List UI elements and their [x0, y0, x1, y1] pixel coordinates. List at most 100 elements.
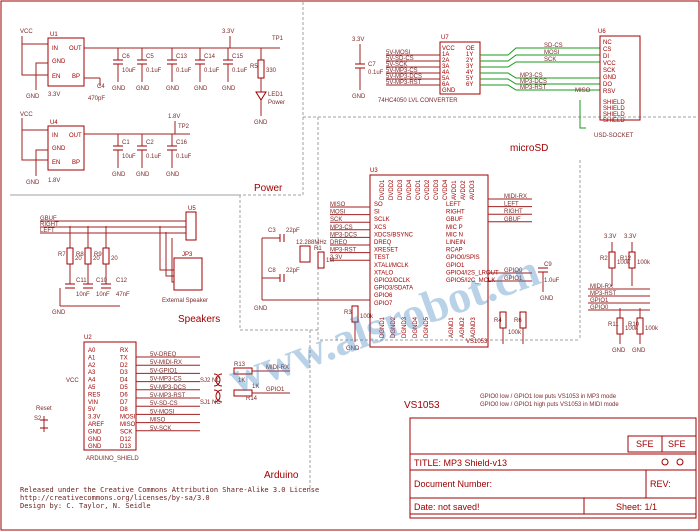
svg-text:U3: U3	[370, 168, 378, 174]
cap-value: 0.1uF	[204, 68, 220, 74]
svg-text:12.288MHz: 12.288MHz	[296, 240, 327, 246]
power-cap-4	[223, 59, 233, 65]
svg-text:MIDI-RX: MIDI-RX	[266, 365, 289, 371]
svg-text:SFE: SFE	[668, 439, 686, 449]
svg-text:U6: U6	[598, 29, 606, 35]
vs1053-top-pin: CVDD2	[425, 179, 431, 200]
vs1053-bottom-pin: DGND4	[413, 316, 419, 338]
vs1053-left-net: MP3-DCS	[330, 232, 357, 238]
arduino-right-pin: D2	[120, 363, 128, 369]
u7-pin: 6A	[442, 82, 449, 88]
resistor	[66, 247, 74, 265]
gnd-label: GND	[112, 172, 126, 178]
svg-text:C4: C4	[97, 84, 105, 90]
cap-ref: C10	[96, 278, 108, 284]
arduino-left-pin: 3.3V	[88, 415, 100, 421]
vs1053-left-pin: GPIO7	[374, 301, 393, 307]
date-field: Date: not saved!	[414, 502, 480, 512]
arduino-right-pin: D4	[120, 378, 128, 384]
u6-pin: VCC	[603, 61, 616, 67]
svg-text:USD-SOCKET: USD-SOCKET	[594, 133, 634, 139]
speaker-divider	[10, 194, 318, 331]
u7-net-right: MOSI	[544, 50, 560, 56]
svg-text:U5: U5	[188, 206, 196, 212]
arduino-left-pin: VIN	[88, 400, 98, 406]
vs1053-top-pin: AVDD3	[470, 180, 476, 200]
arduino-net: 5V-SD-CS	[150, 401, 178, 407]
svg-text:U4: U4	[50, 120, 58, 126]
arduino-net: 5V-MP3-RST	[150, 393, 186, 399]
vs1053-right-net: MIDI-RX	[504, 194, 527, 200]
svg-text:OUT: OUT	[69, 46, 82, 52]
vs1053-left-pin: SO	[374, 202, 383, 208]
speaker-net: GBUF	[40, 216, 57, 222]
crystal	[299, 245, 311, 263]
speakers-title: Speakers	[178, 314, 220, 325]
u7-net-right: MP3-DCS	[520, 79, 547, 85]
arduino-right-pin: D6	[120, 392, 128, 398]
svg-text:TP1: TP1	[272, 36, 284, 42]
svg-text:1K: 1K	[252, 384, 259, 390]
codec-divider	[317, 117, 580, 341]
cap-ref: C6	[122, 54, 130, 60]
svg-text:Power: Power	[268, 100, 285, 106]
arduino-net: 5V-MOSI	[150, 409, 175, 415]
svg-text:1.0uF: 1.0uF	[544, 278, 560, 284]
arduino-net: 5V-MIDI-RX	[150, 360, 182, 366]
u7-pin: VCC	[442, 46, 455, 52]
arduino-left-pin: A5	[88, 385, 96, 391]
cap-value: 10nF	[76, 292, 90, 298]
u7-net-left: 5V-MP3-CS	[386, 68, 418, 74]
svg-text:ARDUINO_SHIELD: ARDUINO_SHIELD	[86, 456, 139, 462]
u6-microsd-socket	[599, 35, 641, 121]
arduino-left-pin: GND	[88, 437, 102, 443]
u7-pin: GND	[442, 88, 456, 94]
power-section: VCC U1 IN OUT GND EN BP 3.3V GND 3.3V TP…	[20, 29, 285, 194]
sfe-logo-2	[661, 435, 697, 453]
res-ref: R2	[600, 256, 608, 262]
arduino-right-pin: D5	[120, 385, 128, 391]
svg-text:R14: R14	[246, 396, 258, 402]
res-value: 100k	[637, 260, 651, 266]
arduino-right-pin: D13	[120, 444, 132, 450]
svg-text:EN: EN	[52, 74, 60, 80]
title-text: TITLE: MP3 Shield-v13	[414, 458, 507, 468]
u7-pin: 3A	[442, 64, 449, 70]
arduino-left-pin: GND	[88, 429, 102, 435]
arduino-left-pin: A1	[88, 355, 96, 361]
document-number: Document Number:	[414, 479, 492, 489]
svg-text:3.3V: 3.3V	[624, 234, 636, 240]
svg-text:GND: GND	[352, 94, 366, 100]
u2-arduino-shield	[83, 341, 137, 451]
resistor	[608, 251, 616, 269]
speaker-cap	[65, 283, 75, 289]
u7-net-right: MP3-CS	[520, 73, 543, 79]
sd-bus-wire	[480, 78, 600, 85]
res-value: 20	[75, 256, 82, 262]
svg-text:GND: GND	[540, 296, 554, 302]
u6-shield-pin: SHIELD	[603, 100, 625, 106]
svg-text:1.8V: 1.8V	[48, 178, 60, 184]
vs1053-right-pin: MIC P	[446, 225, 463, 231]
mode-resistors: 3.3V 3.3V R2100kR12100kMIDI-RXMP3-RSTGPI…	[588, 234, 659, 354]
gnd-label: GND	[632, 348, 646, 354]
vs1053-right-pin: GPIO0/SPIS	[446, 255, 480, 261]
u7-pin: 2A	[442, 58, 449, 64]
svg-text:C9: C9	[544, 262, 552, 268]
arduino-right-pin: RX	[120, 348, 128, 354]
res-value: 100k	[645, 326, 659, 332]
revision: REV:	[650, 479, 671, 489]
arduino-section: U2 A0A1A2A3A4A5RESVIN5V3.3VAREFGNDGNDGND…	[34, 335, 299, 481]
arduino-left-pin: A0	[88, 348, 96, 354]
svg-text:U2: U2	[84, 335, 92, 341]
svg-text:R6: R6	[514, 318, 522, 324]
vs1053-top-pin: DVDD1	[380, 179, 386, 200]
svg-text:100k: 100k	[508, 330, 522, 336]
gnd-label: GND	[136, 86, 150, 92]
sd-bus-wire	[480, 84, 600, 91]
svg-text:JP3: JP3	[182, 252, 193, 258]
vs1053-chip	[369, 174, 489, 348]
designer-line: Design by: C. Taylor, N. Seidle	[20, 502, 151, 510]
res-value: 20	[93, 256, 100, 262]
